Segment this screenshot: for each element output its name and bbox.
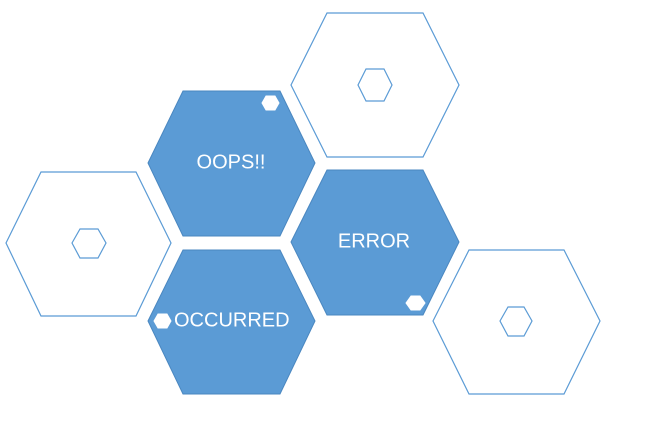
hex-right (432, 249, 601, 395)
hex-top-mini-hexagon (357, 68, 393, 102)
hex-oops-mini-hexagon (261, 95, 280, 111)
hex-occurred-shape (147, 249, 316, 395)
hex-occurred: OCCURRED (147, 249, 316, 395)
hex-oops-shape (147, 90, 316, 237)
hex-occurred-mini-hexagon (153, 313, 172, 329)
hex-oops: OOPS!! (147, 90, 316, 237)
hex-right-mini-hexagon (499, 306, 533, 337)
hex-occurred-label: OCCURRED (174, 309, 290, 331)
hex-error: ERROR (290, 169, 460, 316)
hex-error-label: ERROR (338, 230, 410, 252)
hex-error-shape (290, 169, 460, 316)
hex-error-mini-hexagon (405, 295, 426, 311)
hex-oops-label: OOPS!! (197, 151, 266, 173)
hex-top (290, 12, 460, 158)
hex-left (5, 171, 172, 317)
hex-left-mini-hexagon (71, 228, 107, 259)
